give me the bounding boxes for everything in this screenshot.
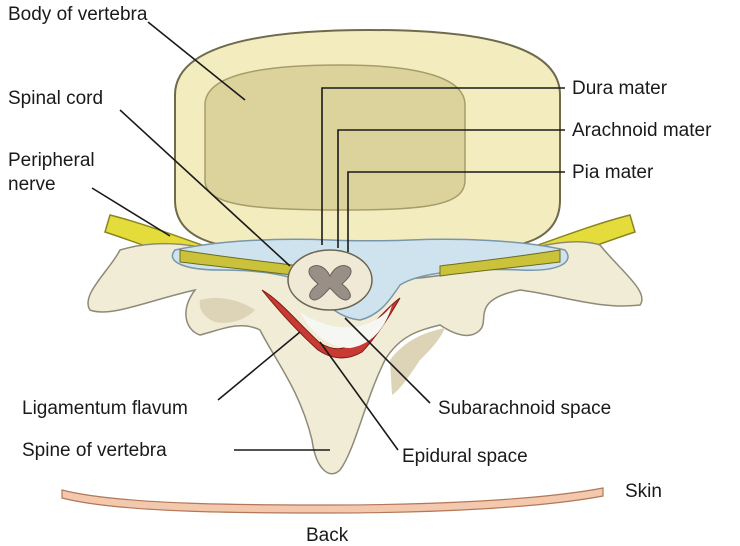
leader-dura-mater: [321, 87, 565, 245]
epidural-space: [300, 305, 392, 348]
label-peripheral-nerve-line1: Peripheral: [8, 150, 95, 171]
leader-epidural-space: [319, 341, 399, 451]
leader-spinal-cord: [119, 109, 291, 267]
label-epidural-space: Epidural space: [402, 446, 528, 467]
left-lamina-shadow: [199, 298, 255, 323]
leader-body-of-vertebra: [147, 21, 246, 101]
leader-ligamentum-flavum: [217, 331, 301, 401]
leader-arachnoid-mater: [337, 129, 565, 248]
skin-layer: [61, 487, 604, 514]
label-subarachnoid-space: Subarachnoid space: [438, 398, 611, 419]
right-lamina-shadow: [390, 328, 445, 395]
label-arachnoid-mater: Arachnoid mater: [572, 120, 712, 141]
leader-pia-mater: [347, 171, 565, 252]
gray-matter: [308, 265, 352, 301]
label-pia-mater: Pia mater: [572, 162, 654, 183]
label-spinal-cord: Spinal cord: [8, 88, 103, 109]
right-nerve-root: [439, 249, 561, 277]
label-body-of-vertebra: Body of vertebra: [8, 4, 148, 25]
label-peripheral-nerve-line2: nerve: [8, 174, 56, 195]
label-skin: Skin: [625, 481, 662, 502]
label-spine-of-vertebra: Spine of vertebra: [22, 440, 167, 461]
label-back: Back: [306, 525, 349, 546]
leader-subarachnoid-space: [344, 317, 431, 404]
label-ligamentum-flavum: Ligamentum flavum: [22, 398, 188, 419]
label-dura-mater: Dura mater: [572, 78, 668, 99]
vertebral-body-inner: [204, 64, 466, 211]
leader-peripheral-nerve: [91, 187, 171, 237]
